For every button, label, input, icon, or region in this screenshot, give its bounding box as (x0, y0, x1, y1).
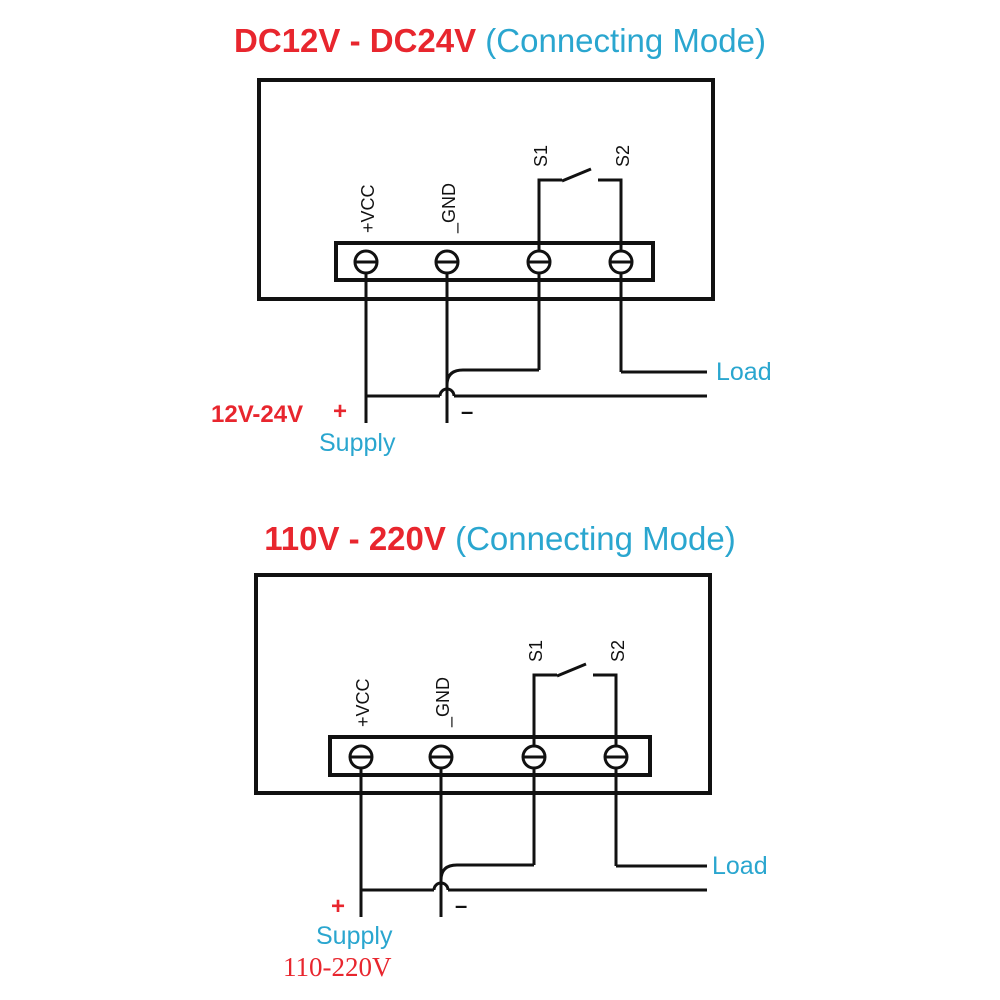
panel-1: +VCC _GND S1 S2 Load – 12V-24V + Supply (211, 78, 772, 457)
panel-2-label-s2: S2 (608, 640, 628, 662)
panel-1-title-mode: (Connecting Mode) (485, 22, 766, 59)
panel-2-title: 110V - 220V (Connecting Mode) (0, 520, 1000, 558)
panel-2-screw-s2 (603, 744, 629, 770)
panel-2-label-vcc: +VCC (353, 678, 373, 727)
panel-2-label-gnd: _GND (433, 677, 454, 728)
panel-1-switch (537, 167, 623, 251)
panel-1-title-voltage: DC12V - DC24V (234, 22, 477, 59)
panel-1-label-vcc: +VCC (358, 184, 378, 233)
panel-2-title-mode: (Connecting Mode) (455, 520, 736, 557)
panel-2-wires (359, 768, 707, 917)
panel-1-label-gnd: _GND (439, 183, 460, 234)
panel-2-terminal-block (328, 735, 652, 777)
panel-1-screw-gnd (434, 249, 460, 275)
panel-1-minus-sign: – (461, 399, 473, 424)
panel-1-title: DC12V - DC24V (Connecting Mode) (0, 22, 1000, 60)
panel-1-screw-s2 (608, 249, 634, 275)
panel-2-screw-gnd (428, 744, 454, 770)
panel-1-supply-voltage: 12V-24V (211, 401, 303, 428)
panel-2-screw-s1 (521, 744, 547, 770)
panel-2-supply-label: Supply (316, 922, 393, 950)
panel-1-plus-sign: + (333, 398, 347, 425)
panel-2-minus-sign: – (455, 893, 467, 918)
panel-1-label-s2: S2 (613, 145, 633, 167)
panel-2-device-box (254, 573, 712, 795)
panel-1-label-s1: S1 (531, 145, 551, 167)
panel-2-label-s1: S1 (526, 640, 546, 662)
panel-2-supply-voltage: 110-220V (283, 952, 392, 982)
panel-1-screw-s1 (526, 249, 552, 275)
panel-2-title-voltage: 110V - 220V (264, 520, 446, 557)
panel-1-wires (364, 273, 707, 423)
panel-2-load-label: Load (712, 852, 768, 880)
panel-2: +VCC _GND S1 S2 Load – + Supply 110-220V (254, 573, 768, 982)
panel-2-screw-vcc (348, 744, 374, 770)
panel-1-load-label: Load (716, 358, 772, 386)
panel-1-screw-vcc (353, 249, 379, 275)
panel-2-plus-sign: + (331, 893, 345, 920)
panel-1-device-box (257, 78, 715, 301)
panel-1-supply-label: Supply (319, 429, 396, 457)
panel-1-terminal-block (334, 241, 655, 282)
panel-2-switch (532, 662, 618, 746)
